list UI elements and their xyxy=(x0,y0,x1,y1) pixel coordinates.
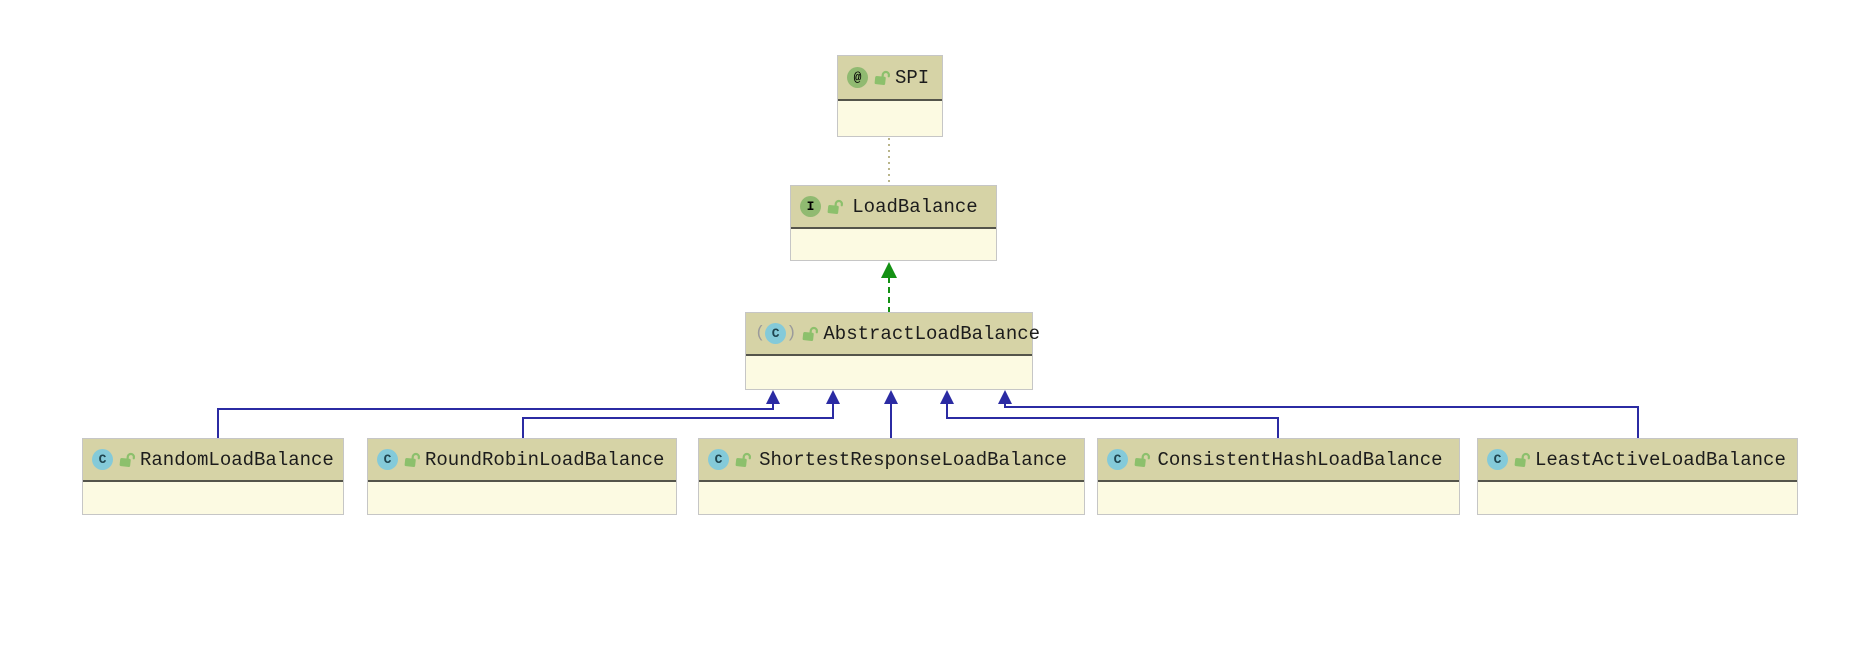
unlocked-icon xyxy=(1513,450,1532,469)
extends-arrowhead-shortestresponse xyxy=(884,390,898,404)
abstract-paren: ( xyxy=(755,324,766,343)
class-icon: C xyxy=(1487,449,1508,470)
node-label: SPI xyxy=(895,66,930,89)
node-body xyxy=(838,101,942,136)
class-node-spi[interactable]: @ SPI xyxy=(837,55,943,137)
node-body xyxy=(83,482,343,514)
node-label: AbstractLoadBalance xyxy=(823,322,1041,345)
node-body xyxy=(1098,482,1459,514)
unlocked-icon xyxy=(734,450,753,469)
extends-edge-leastactive xyxy=(1004,403,1639,438)
node-label: ShortestResponseLoadBalance xyxy=(759,448,1067,471)
class-letter-icon: C xyxy=(765,323,787,344)
node-header: C ShortestResponseLoadBalance xyxy=(699,439,1084,482)
unlocked-icon xyxy=(802,324,821,343)
extends-edge-consistenthash xyxy=(946,403,1279,438)
extends-arrowhead-consistenthash xyxy=(940,390,954,404)
node-body xyxy=(791,229,996,260)
class-node-leastactiveloadbalance[interactable]: C LeastActiveLoadBalance xyxy=(1477,438,1798,515)
implements-arrowhead xyxy=(881,262,897,278)
class-node-randomloadbalance[interactable]: C RandomLoadBalance xyxy=(82,438,344,515)
extends-arrowhead-random xyxy=(766,390,780,404)
extends-arrowhead-leastactive xyxy=(998,390,1012,404)
class-node-consistenthashloadbalance[interactable]: C ConsistentHashLoadBalance xyxy=(1097,438,1460,515)
node-header: @ SPI xyxy=(838,56,942,101)
interface-node-loadbalance[interactable]: I LoadBalance xyxy=(790,185,997,261)
extends-arrowhead-roundrobin xyxy=(826,390,840,404)
node-label: LoadBalance xyxy=(852,195,978,218)
abstract-paren: ) xyxy=(786,324,797,343)
interface-icon: I xyxy=(800,196,821,217)
node-header: ( C ) AbstractLoadBalance xyxy=(746,313,1040,356)
unlocked-icon xyxy=(118,450,137,469)
node-label: RandomLoadBalance xyxy=(140,448,334,471)
extends-edge-random xyxy=(217,403,774,438)
class-node-shortestresponseloadbalance[interactable]: C ShortestResponseLoadBalance xyxy=(698,438,1085,515)
class-icon: C xyxy=(1107,449,1128,470)
unlocked-icon xyxy=(826,197,845,216)
unlocked-icon xyxy=(403,450,422,469)
class-icon: C xyxy=(377,449,398,470)
extends-edge-roundrobin xyxy=(522,403,834,438)
unlocked-icon xyxy=(1133,450,1152,469)
node-label: RoundRobinLoadBalance xyxy=(425,448,665,471)
class-icon: C xyxy=(92,449,113,470)
class-node-roundrobinloadbalance[interactable]: C RoundRobinLoadBalance xyxy=(367,438,677,515)
node-label: LeastActiveLoadBalance xyxy=(1535,448,1786,471)
node-header: I LoadBalance xyxy=(791,186,996,229)
abstract-class-icon: ( C ) xyxy=(755,323,796,344)
node-header: C RandomLoadBalance xyxy=(83,439,343,482)
node-label: ConsistentHashLoadBalance xyxy=(1157,448,1443,471)
node-body xyxy=(746,356,1032,389)
node-body xyxy=(699,482,1084,514)
unlocked-icon xyxy=(873,68,892,87)
node-header: C LeastActiveLoadBalance xyxy=(1478,439,1797,482)
node-body xyxy=(368,482,676,514)
annotation-icon: @ xyxy=(847,67,868,88)
node-body xyxy=(1478,482,1797,514)
node-header: C RoundRobinLoadBalance xyxy=(368,439,676,482)
node-header: C ConsistentHashLoadBalance xyxy=(1098,439,1459,482)
class-node-abstractloadbalance[interactable]: ( C ) AbstractLoadBalance xyxy=(745,312,1040,390)
class-icon: C xyxy=(708,449,729,470)
